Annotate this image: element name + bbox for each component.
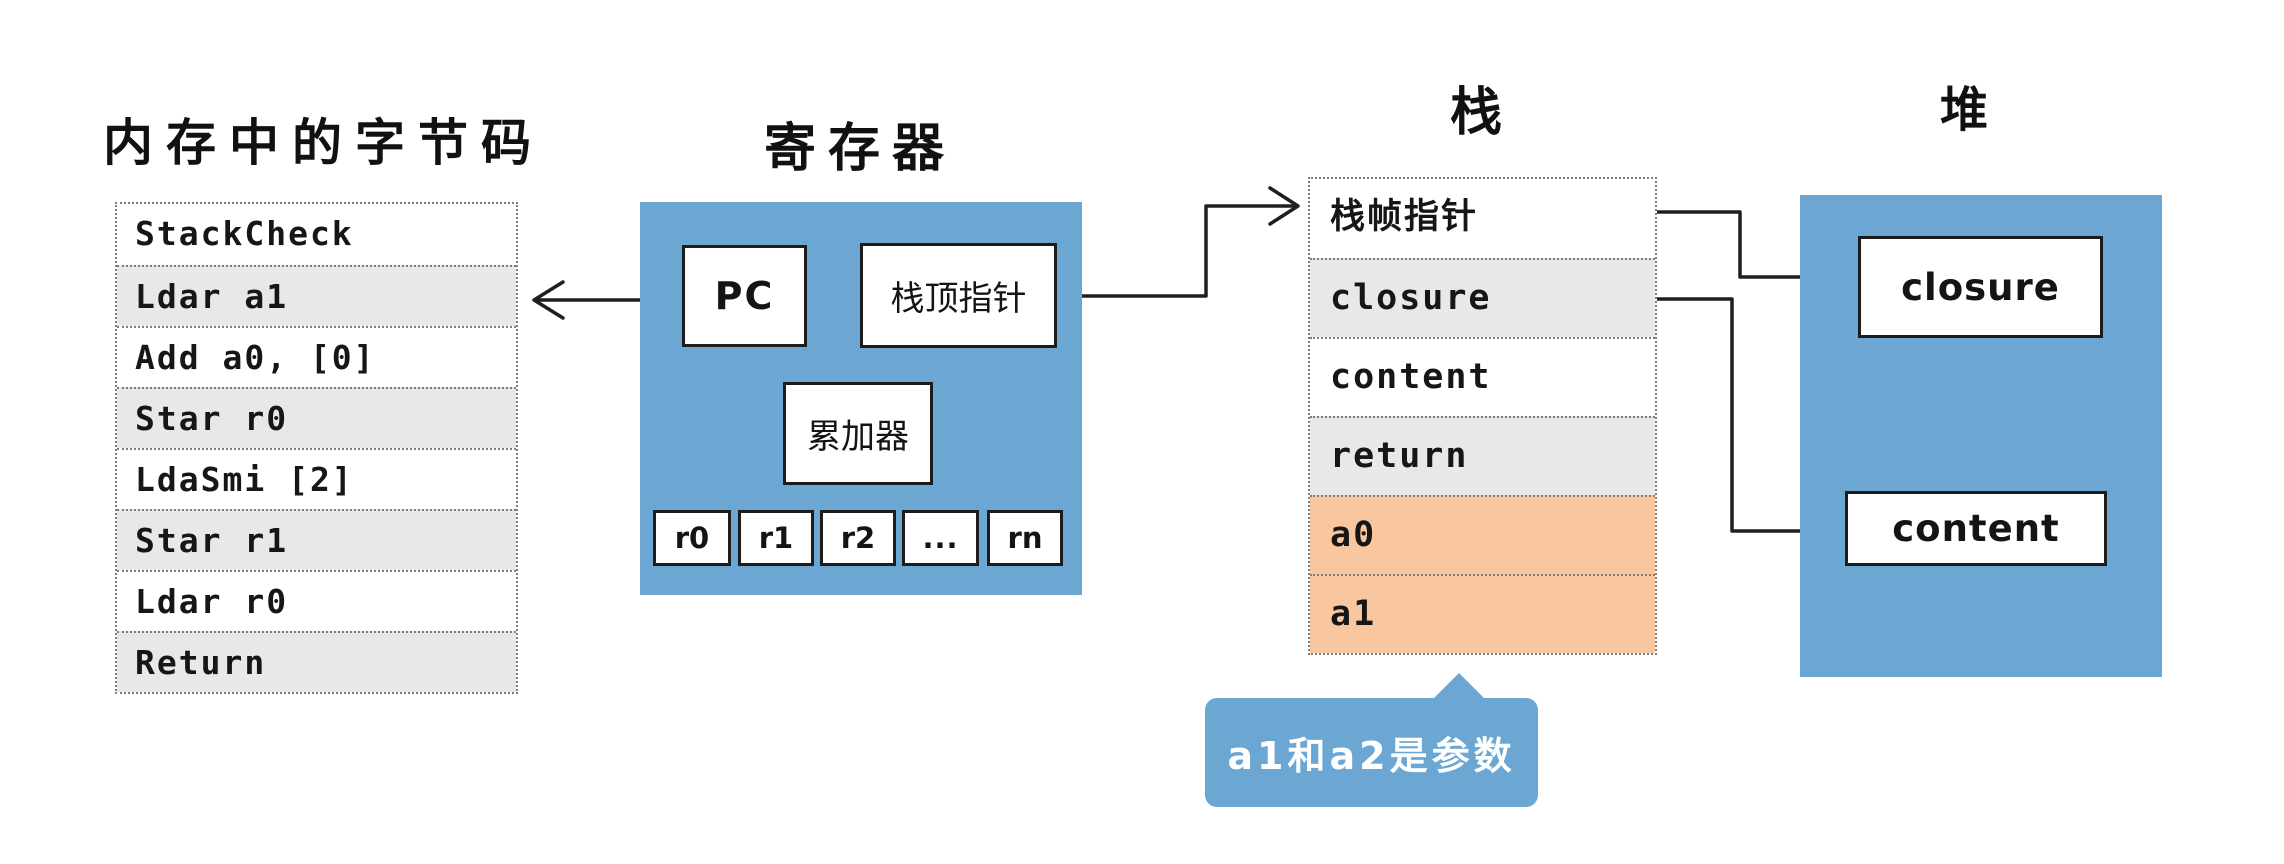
bytecode-row: Ldar r0: [117, 570, 516, 631]
heap-section-title: 堆: [1940, 82, 1989, 138]
bytecode-row: Star r0: [117, 387, 516, 448]
stack-top-pointer-register: 栈顶指针: [860, 243, 1057, 348]
stack-row-a1: a1: [1310, 574, 1655, 653]
pc-register: PC: [682, 245, 807, 347]
accumulator-register: 累加器: [783, 382, 933, 485]
stack-row-a0: a0: [1310, 495, 1655, 574]
general-register-r0: r0: [653, 510, 731, 566]
bytecode-row: Add a0, [0]: [117, 326, 516, 387]
callout-pointer-icon: [1433, 673, 1485, 699]
general-register-r1: r1: [738, 510, 814, 566]
bytecode-row: Star r1: [117, 509, 516, 570]
parameters-callout: a1和a2是参数: [1205, 673, 1538, 807]
general-register-rn: rn: [987, 510, 1063, 566]
stack-row-closure: closure: [1310, 258, 1655, 337]
bytecode-row: Ldar a1: [117, 265, 516, 326]
bytecode-list: StackCheck Ldar a1 Add a0, [0] Star r0 L…: [115, 202, 518, 694]
stack-row-content: content: [1310, 337, 1655, 416]
stack-section-title: 栈: [1450, 83, 1503, 143]
bytecode-row: Return: [117, 631, 516, 692]
stack-list: 栈帧指针 closure content return a0 a1: [1308, 177, 1657, 655]
bytecode-section-title: 内存中的字节码: [103, 114, 544, 172]
heap-content-object: content: [1845, 491, 2107, 566]
stack-row-return: return: [1310, 416, 1655, 495]
general-register-ellipsis: ...: [902, 510, 979, 566]
bytecode-row: StackCheck: [117, 204, 516, 265]
stacktop-to-stack-arrow: [1055, 186, 1300, 298]
heap-closure-object: closure: [1858, 236, 2103, 338]
general-register-r2: r2: [820, 510, 896, 566]
stack-row-frame-pointer: 栈帧指针: [1310, 179, 1655, 258]
callout-text: a1和a2是参数: [1227, 734, 1516, 778]
registers-section-title: 寄存器: [764, 119, 957, 179]
bytecode-row: LdaSmi [2]: [117, 448, 516, 509]
